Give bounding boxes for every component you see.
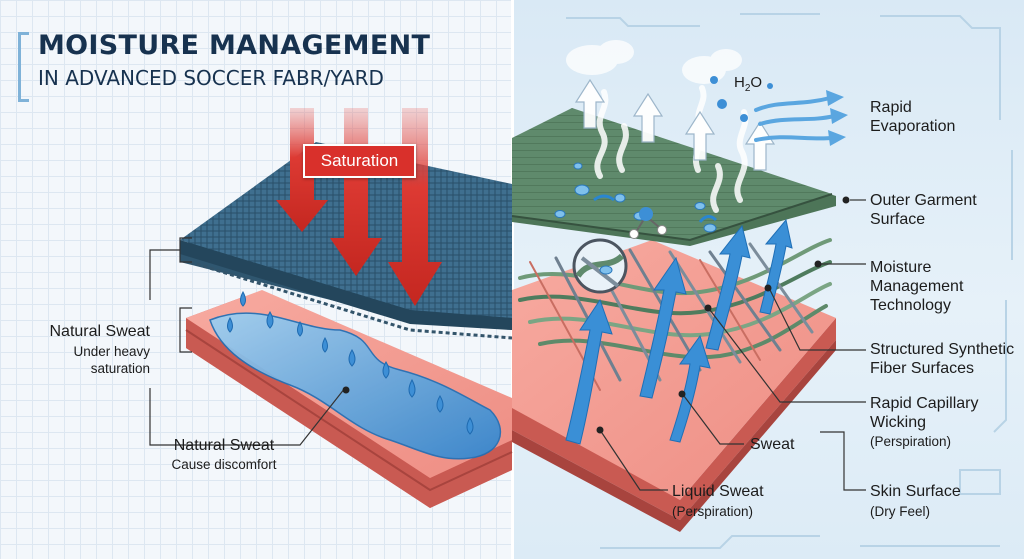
surface-droplets [554, 162, 717, 233]
moisture-tech-line-1: Moisture [870, 259, 932, 276]
outer-surface-label: Outer Garment Surface [870, 191, 977, 229]
hud-decorations [566, 13, 1013, 549]
left-sweat-droplets [227, 290, 474, 435]
wicking-label: Rapid Capillary Wicking [870, 394, 979, 432]
evaporation-arrowheads [826, 90, 848, 146]
red-arrow-2 [330, 108, 382, 276]
right-callout-lines [599, 199, 866, 491]
fiber-surfaces-line-2: Fiber Surfaces [870, 360, 975, 377]
floating-droplets [710, 76, 773, 122]
evaporation-label: Rapid Evaporation [870, 98, 955, 136]
wicking-arrow-5 [669, 334, 711, 443]
moisture-tech-label: Moisture Management Technology [870, 258, 963, 315]
natural-sweat-line-2: Under heavy [73, 344, 150, 359]
h2o-h: H [734, 74, 745, 91]
evaporation-arrows [754, 96, 836, 142]
evaporation-line-1: Rapid [870, 99, 912, 116]
title-bracket [18, 32, 29, 102]
red-arrow-3 [388, 108, 442, 306]
skin-surface-label: Skin Surface [870, 483, 961, 500]
moisture-tech-line-3: Technology [870, 297, 951, 314]
natural-sweat-title-2: Natural Sweat [173, 437, 275, 454]
moisture-tech-line-2: Management [870, 278, 964, 295]
h2o-label: H2O [734, 74, 762, 94]
natural-sweat-detail-2: Cause discomfort [171, 457, 277, 472]
wicking-note: (Perspiration) [870, 434, 952, 449]
outer-surface-line-2: Surface [870, 211, 926, 228]
natural-sweat-detail-1: Under heavy saturation [20, 343, 150, 377]
outer-garment-layer [511, 108, 836, 246]
saturation-arrows [276, 108, 442, 306]
fiber-surfaces-label: Structured Synthetic Fiber Surfaces [870, 340, 1014, 378]
panel-divider [511, 0, 514, 559]
wicking-arrow-2 [639, 256, 687, 399]
up-arrow-4 [744, 120, 776, 171]
wicking-arrow-1 [565, 298, 613, 445]
red-arrow-1 [276, 108, 328, 232]
up-arrow-3 [684, 110, 716, 161]
skin-surface-note: (Dry Feel) [870, 504, 930, 519]
magnifier-icon [572, 238, 628, 294]
fiber-surfaces-line-1: Structured Synthetic [870, 341, 1015, 358]
natural-sweat-line-3: saturation [90, 361, 150, 376]
callout-dots [342, 196, 850, 434]
saturation-badge: Saturation [303, 144, 416, 178]
natural-sweat-label-1: Natural Sweat [20, 322, 151, 341]
right-skin-layer [512, 240, 836, 532]
page-subtitle: IN ADVANCED SOCCER FABR/YARD [38, 66, 384, 90]
up-arrow-1 [574, 78, 606, 129]
liquid-sweat-note: (Perspiration) [672, 504, 754, 519]
liquid-sweat-label: Liquid Sweat [672, 483, 764, 500]
outer-surface-line-1: Outer Garment [870, 192, 977, 209]
natural-sweat-title-1: Natural Sweat [49, 323, 151, 340]
page-title: MOISTURE MANAGEMENT [38, 30, 431, 61]
surface-flow-arrows [593, 194, 718, 223]
vapor-plumes [594, 85, 749, 213]
sweat-label: Sweat [750, 436, 795, 453]
h2o-o: O [750, 74, 763, 91]
wicking-line-2: Wicking [870, 414, 927, 431]
evaporation-up-arrows [574, 78, 776, 171]
left-callout-lines [149, 237, 346, 446]
wicking-line-1: Rapid Capillary [870, 395, 979, 412]
left-sweat-pool [209, 312, 501, 460]
h2o-sub: 2 [744, 83, 751, 94]
evaporation-line-2: Evaporation [870, 118, 956, 135]
water-molecule-icon [629, 207, 667, 239]
up-arrow-2 [632, 92, 664, 143]
